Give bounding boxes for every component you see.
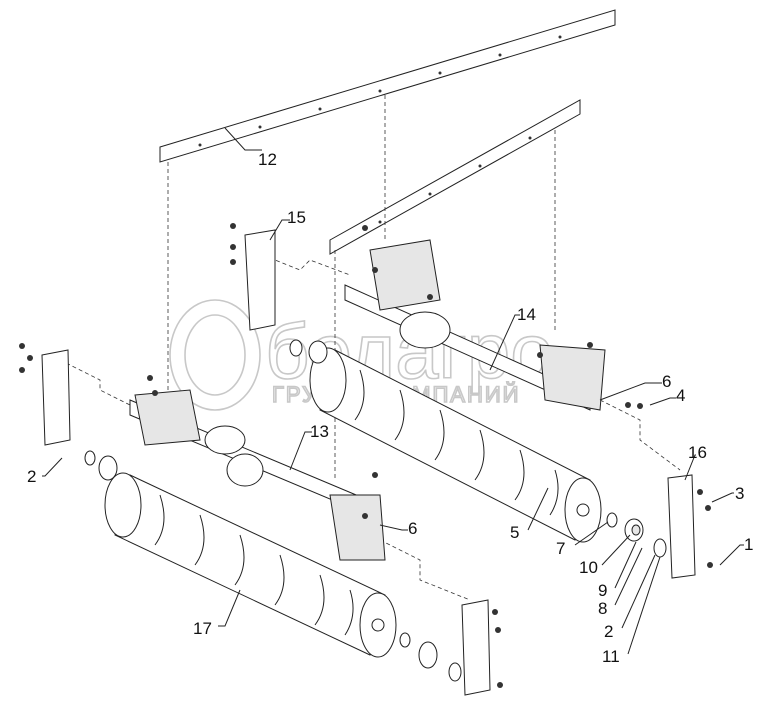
side-plate-16 xyxy=(667,474,696,579)
side-plate-15 xyxy=(244,229,276,331)
bearing-stack-left xyxy=(84,450,118,481)
bearing-stack-rear xyxy=(606,512,667,558)
callout-9: 9 xyxy=(598,581,607,600)
side-plate-left xyxy=(41,349,71,446)
callout-1: 1 xyxy=(744,535,753,554)
rear-frame-beam xyxy=(344,239,606,411)
callouts: 12 15 14 6 4 13 2 16 3 1 6 5 7 10 9 8 2 … xyxy=(27,150,753,666)
bolts xyxy=(19,223,713,688)
callout-17: 17 xyxy=(193,619,212,638)
callout-6-rear: 6 xyxy=(662,372,671,391)
callout-11: 11 xyxy=(602,647,620,666)
callout-2-left: 2 xyxy=(27,467,36,486)
bearing-stack-upper xyxy=(289,339,328,364)
callout-8: 8 xyxy=(598,599,607,618)
callout-16: 16 xyxy=(688,443,707,462)
bearing-stack-front xyxy=(399,632,462,682)
callout-5: 5 xyxy=(510,523,519,542)
rear-roller xyxy=(309,347,602,543)
callout-3: 3 xyxy=(735,484,744,503)
callout-15: 15 xyxy=(287,208,306,227)
callout-2-right: 2 xyxy=(604,622,613,641)
callout-10: 10 xyxy=(579,558,598,577)
callout-7: 7 xyxy=(556,539,565,558)
callout-14: 14 xyxy=(517,305,536,324)
callout-4: 4 xyxy=(676,386,685,405)
front-frame-beam xyxy=(129,389,386,561)
callout-6-front: 6 xyxy=(408,519,417,538)
leader-lines xyxy=(42,127,744,655)
callout-12: 12 xyxy=(258,150,277,169)
callout-13: 13 xyxy=(310,422,329,441)
side-plate-front-right xyxy=(461,599,491,696)
mounting-bar-right xyxy=(329,99,581,255)
front-roller xyxy=(104,472,397,658)
mounting-bar-left xyxy=(159,9,616,163)
